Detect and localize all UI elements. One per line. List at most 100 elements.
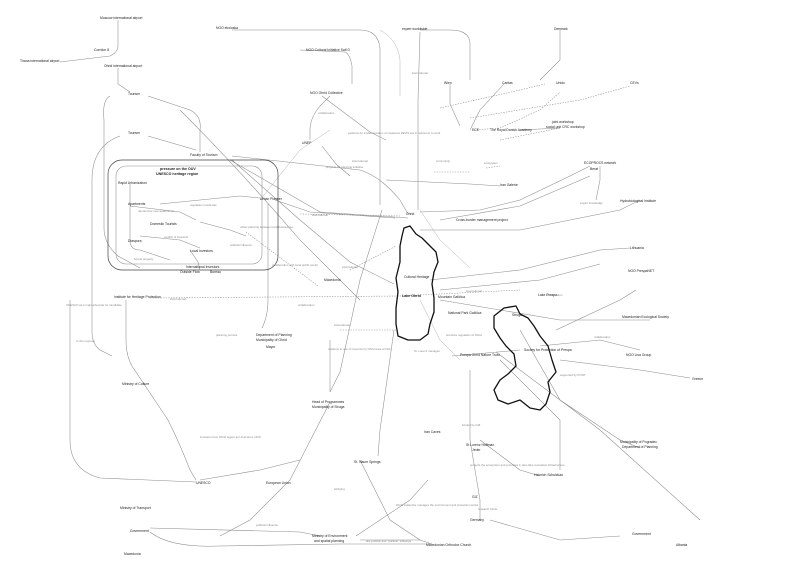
node-macedonia: Macedonia	[124, 552, 141, 556]
node-macedonia-center: Macedonia	[324, 278, 341, 282]
node-denmark: Denmark	[554, 27, 568, 31]
node-ministry-env2: and spatial planning	[314, 539, 344, 543]
note-support-prespa: supported by PONT	[560, 373, 586, 377]
edge-lake-wwf	[439, 299, 650, 321]
node-ngo-lisa: NGO Lisa Group	[626, 353, 651, 357]
edge-greece	[559, 359, 691, 379]
node-mountain-galicica: Mountain Galičica	[438, 295, 465, 299]
node-bureau: Bureau	[210, 270, 221, 274]
node-wien: Wien	[444, 81, 452, 85]
note-protects: protects the ecosystem and promotes it, …	[470, 463, 565, 467]
box-edge6	[189, 249, 201, 271]
node-international-top: international	[412, 71, 428, 75]
node-ohrid-airport: Ohrid international airport	[104, 64, 142, 68]
note-political-influence2: political influence	[230, 243, 252, 247]
note-community: community	[436, 159, 451, 163]
edge-ngo-ekoloska	[232, 29, 381, 205]
note-demand-apartments: demand for new apartments	[138, 209, 175, 213]
edge-lorenz-heinrich	[479, 439, 541, 477]
edge-ohrid-ecoprocs	[419, 165, 591, 213]
edge-unesco-eu	[199, 459, 301, 481]
edge-lake-naum	[377, 329, 395, 457]
edge-long-albania	[495, 351, 701, 521]
node-urban-planner: Urban Planner	[260, 197, 283, 201]
node-faculty-tourism: Faculty of Tourism	[190, 153, 218, 157]
edge-lake-prespa	[439, 263, 601, 291]
node-ministry-transport: Ministry of Transport	[120, 506, 151, 510]
note-international6: international	[466, 289, 482, 293]
box-edge3	[199, 221, 247, 237]
edge-society-pelagonija	[555, 289, 637, 331]
lake-prespa-outline	[493, 305, 557, 411]
edge-berat	[595, 166, 601, 201]
node-expert-worldwide: expert worldwide	[402, 27, 428, 31]
box-subtitle: UNESCO heritage region	[156, 172, 198, 176]
edge-govt-ministry	[149, 527, 321, 537]
node-municipality-pogradec: Municipality of Pogradec	[620, 440, 657, 444]
node-diaspora: Diaspora	[128, 239, 142, 243]
edge-prespa-germany	[469, 370, 481, 520]
edge-tourism2	[91, 135, 121, 357]
node-germany: Germany	[470, 518, 484, 522]
edge-diag-upper	[179, 109, 361, 301]
edge-unido-dash	[473, 91, 561, 131]
node-berat: Berat	[590, 167, 598, 171]
edge-ohrid-collective	[309, 95, 331, 140]
node-tourism1: Tourism	[128, 92, 140, 96]
node-municipality-pogradec2: Department of Planning	[622, 445, 658, 449]
node-national-park: National Park Galičica	[448, 311, 481, 315]
pressure-outer-box	[107, 159, 279, 271]
node-royal-danish: The Royal Danish Academy	[490, 128, 532, 132]
node-tirana-airport: Tirana international airport	[20, 59, 60, 63]
note-cross-labels: relations to use of resource by Ohrid ar…	[328, 347, 391, 351]
edge-tourism1	[103, 95, 141, 269]
edge-ohrid-hydro	[420, 199, 641, 231]
edge-light2	[419, 299, 461, 361]
note-legal-political: law political and "political" influence	[366, 539, 412, 543]
edge-planner-dept	[261, 204, 269, 329]
node-ministry-env: Ministry of Environment	[312, 534, 347, 538]
node-ece: ECE	[472, 128, 480, 132]
note-regulation: regulation needs law	[190, 203, 217, 207]
node-lithuania: Lithuania	[630, 246, 644, 250]
note-urban-pressure: urban planning between local businesses	[240, 225, 293, 229]
note-conflict-interests: conflict of interests	[164, 235, 188, 239]
lake-ohrid-outline	[395, 225, 439, 341]
lake-regions	[395, 225, 557, 411]
node-unesco: UNESCO	[196, 481, 211, 485]
edge-ohrid-airport	[117, 68, 131, 93]
edge-denmark	[539, 30, 561, 81]
edge-collective-petition	[321, 95, 387, 141]
note-collaboration4: collaboration	[546, 293, 563, 297]
node-head-programmes: Head of Programmes	[312, 400, 345, 404]
node-moscow-airport: Moscow international airport	[100, 16, 142, 20]
edge-light1	[419, 209, 471, 269]
edge-planner-ohrid	[274, 199, 396, 219]
note-research-funds: research funds	[478, 507, 498, 511]
edge-layer	[59, 20, 701, 547]
note-funded-giz: funded by GIZ	[462, 423, 481, 427]
note-collaboration2: collaboration	[298, 303, 315, 307]
edge-faculty-cultural	[231, 159, 395, 285]
node-macedonian-church: Macedonian Orthodox Church	[426, 543, 471, 547]
node-ngo-ekoloska: NGO ekoloska	[216, 26, 238, 30]
edge-light4	[259, 129, 331, 201]
node-government1: Government	[130, 529, 149, 533]
box-edge4	[159, 195, 261, 205]
node-cev: CEVs	[630, 81, 639, 85]
edge-expert-worldwide	[417, 31, 421, 210]
note-unesco-advocate: UNESCO as a main advocate for candidate	[66, 303, 122, 307]
note-political-influence1: political influence	[256, 523, 278, 527]
node-iran-caves: Iran Caves	[424, 430, 441, 434]
edge-berat-cross	[439, 175, 591, 221]
node-macedonian-ecological: Macedonian Ecological Society	[622, 315, 669, 319]
node-institute-heritage: Institute for Heritage Protection	[114, 295, 161, 299]
node-apartments: Apartments	[128, 202, 146, 206]
node-joint-workshop2: social unit CRC workshop	[546, 125, 585, 129]
node-giz: GIZ	[472, 495, 478, 499]
node-local-investors: Local Investors	[190, 249, 213, 253]
node-government2: Government	[632, 532, 651, 536]
edge-international-ohrid	[299, 213, 401, 217]
node-heinrich: Heinrich Schulzkau	[534, 473, 563, 477]
